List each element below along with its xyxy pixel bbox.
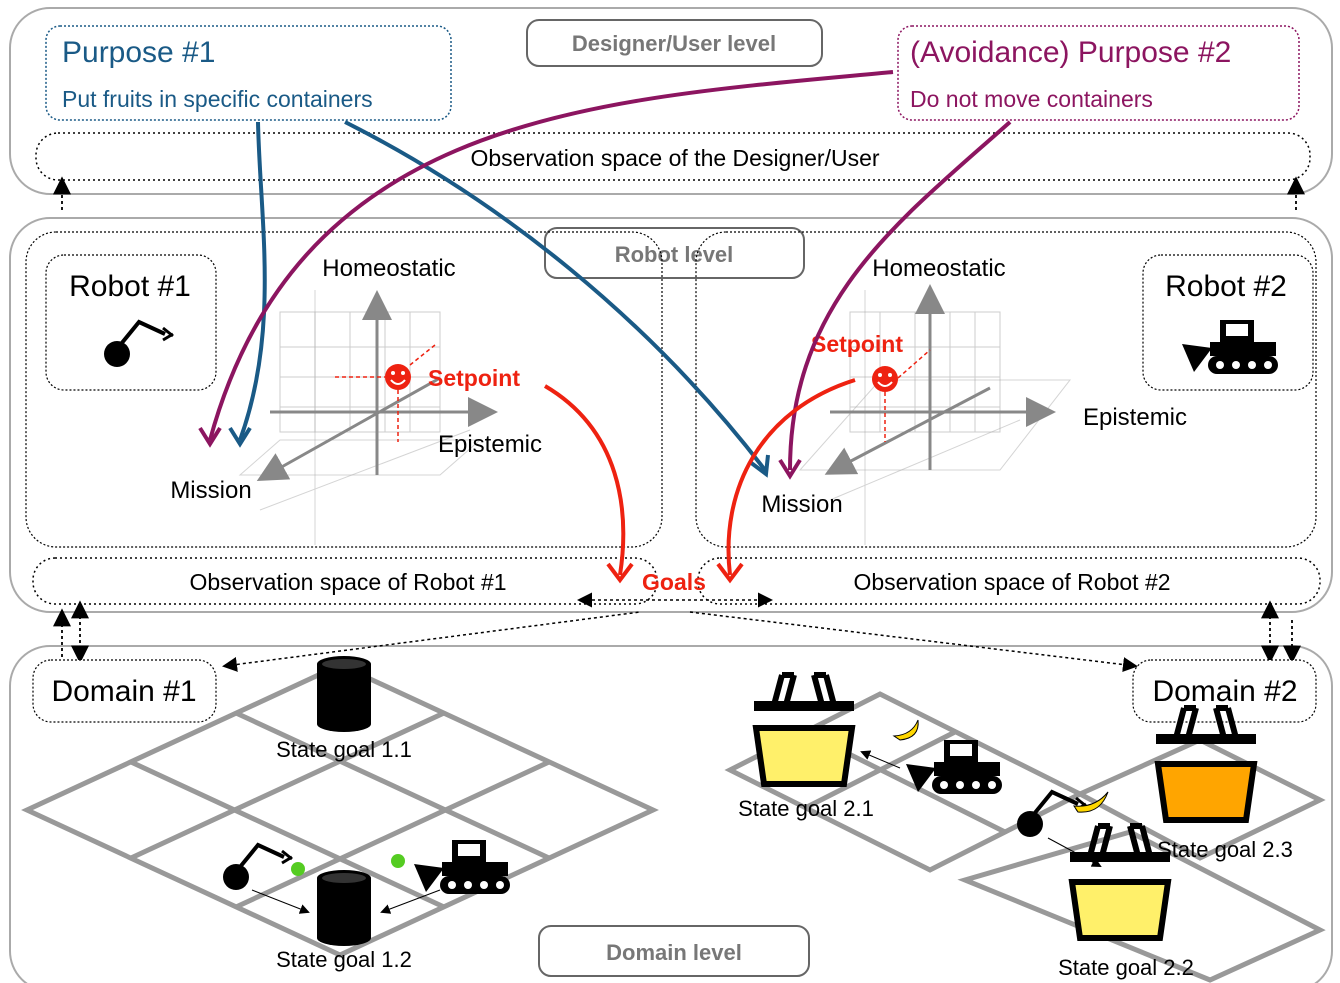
purpose2-title: (Avoidance) Purpose #2 [910, 36, 1231, 69]
state-goal-1-1-label: State goal 1.1 [276, 737, 412, 762]
purpose2-arrow-to-robot1 [208, 70, 894, 441]
robot2-axis-homeostatic: Homeostatic [872, 255, 1005, 282]
robot1-setpoint-label: Setpoint [428, 365, 520, 391]
designer-level-badge [526, 19, 823, 67]
designer-observation-label: Observation space of the Designer/User [470, 145, 879, 171]
robot1-axis-homeostatic: Homeostatic [322, 255, 455, 282]
domain2-label: Domain #2 [1152, 675, 1297, 708]
bulldozer-icon [1182, 320, 1278, 374]
designer-level-label: Designer/User level [572, 31, 776, 56]
domain-level-frame [9, 645, 1333, 983]
apple-icon [391, 854, 405, 868]
purpose2-text: Do not move containers [910, 86, 1153, 112]
smiley-icon [385, 364, 411, 390]
robot-level-label: Robot level [615, 242, 734, 267]
robot-arm-icon [102, 320, 175, 369]
banana-icon [1073, 791, 1109, 813]
basket-icon [1156, 708, 1256, 823]
robot1-box [45, 254, 217, 391]
robot2-label: Robot #2 [1165, 270, 1287, 303]
basket-icon [754, 675, 854, 787]
robot1-observation-box [32, 557, 658, 605]
banana-icon [892, 719, 919, 741]
robot1-axis-mission: Mission [170, 477, 251, 504]
apple-icon [291, 862, 305, 876]
container-icon [317, 870, 371, 946]
robot2-setpoint-label: Setpoint [811, 331, 903, 357]
domain1-label: Domain #1 [51, 675, 196, 708]
robot-level-frame [9, 217, 1333, 613]
state-goal-1-2-label: State goal 1.2 [276, 947, 412, 972]
robot1-panel [25, 231, 663, 548]
purpose1-text: Put fruits in specific containers [62, 86, 373, 112]
bulldozer-icon [414, 840, 510, 894]
domain-level-label: Domain level [606, 940, 742, 965]
robot2-axes [798, 284, 1072, 545]
basket-icon [1070, 826, 1170, 941]
designer-level-frame [9, 7, 1333, 195]
robot-level-badge [544, 227, 805, 279]
robot2-box [1142, 254, 1314, 391]
state-goal-2-1-label: State goal 2.1 [738, 796, 874, 821]
purpose1-box [45, 25, 452, 121]
robot2-axis-epistemic: Epistemic [1083, 404, 1187, 431]
robot2-axis-mission: Mission [761, 491, 842, 518]
purpose2-arrow-to-robot2 [788, 120, 1012, 471]
setpoint-arrow-robot1 [543, 384, 626, 576]
purpose2-box [897, 25, 1300, 121]
domain2-box [1132, 659, 1317, 723]
state-goal-2-3-label: State goal 2.3 [1157, 837, 1293, 862]
purpose1-arrow-to-robot1 [238, 121, 267, 441]
domain-level-badge [538, 925, 810, 977]
robot1-axis-epistemic: Epistemic [438, 431, 542, 458]
purpose1-title: Purpose #1 [62, 36, 215, 69]
robot1-observation-label: Observation space of Robot #1 [189, 569, 506, 595]
purpose1-arrow-to-robot2 [344, 120, 767, 472]
robot-arm-icon [1015, 790, 1088, 839]
robot2-panel [695, 231, 1317, 548]
goals-label: Goals [642, 569, 706, 595]
robot1-axes [238, 290, 498, 545]
robot1-label: Robot #1 [69, 270, 191, 303]
state-goal-2-2-label: State goal 2.2 [1058, 955, 1194, 980]
robot2-observation-label: Observation space of Robot #2 [853, 569, 1170, 595]
smiley-icon [872, 366, 898, 392]
domain1-grid [21, 662, 659, 958]
setpoint-arrow-robot2 [726, 378, 856, 576]
domain1-box [32, 659, 217, 723]
container-icon [317, 656, 371, 732]
designer-observation-box [35, 132, 1311, 181]
